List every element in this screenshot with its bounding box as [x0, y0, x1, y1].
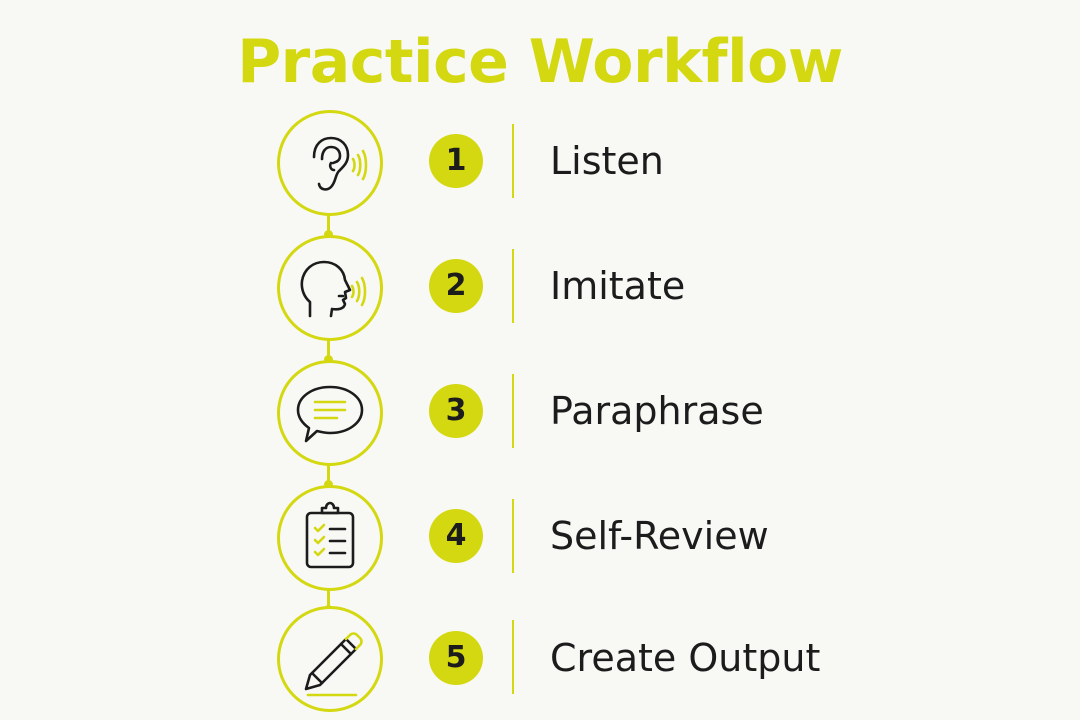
speech-bubble-icon [296, 385, 364, 443]
pencil-icon [304, 632, 363, 697]
icon-circle [277, 360, 383, 466]
step-divider [512, 620, 514, 694]
step-number-badge: 5 [429, 631, 483, 685]
step-label: Paraphrase [550, 389, 764, 433]
checklist-clipboard-icon [305, 501, 355, 569]
icon-circle [277, 110, 383, 216]
step-divider [512, 374, 514, 448]
step-label: Listen [550, 139, 664, 183]
step-label: Imitate [550, 264, 686, 308]
connector-dot [324, 480, 333, 489]
step-divider [512, 499, 514, 573]
step-label: Self-Review [550, 514, 769, 558]
ear-icon [312, 136, 368, 191]
connector-dot [324, 355, 333, 364]
step-divider [512, 124, 514, 198]
step-number-badge: 4 [429, 509, 483, 563]
step-divider [512, 249, 514, 323]
icon-circle [277, 485, 383, 591]
icon-circle [277, 235, 383, 341]
connector-dot [324, 230, 333, 239]
step-number-badge: 3 [429, 384, 483, 438]
step-number-badge: 1 [429, 134, 483, 188]
page-title: Practice Workflow [237, 27, 843, 97]
speaking-head-icon [300, 260, 367, 318]
icon-circle [277, 606, 383, 712]
step-label: Create Output [550, 636, 821, 680]
step-number-badge: 2 [429, 259, 483, 313]
